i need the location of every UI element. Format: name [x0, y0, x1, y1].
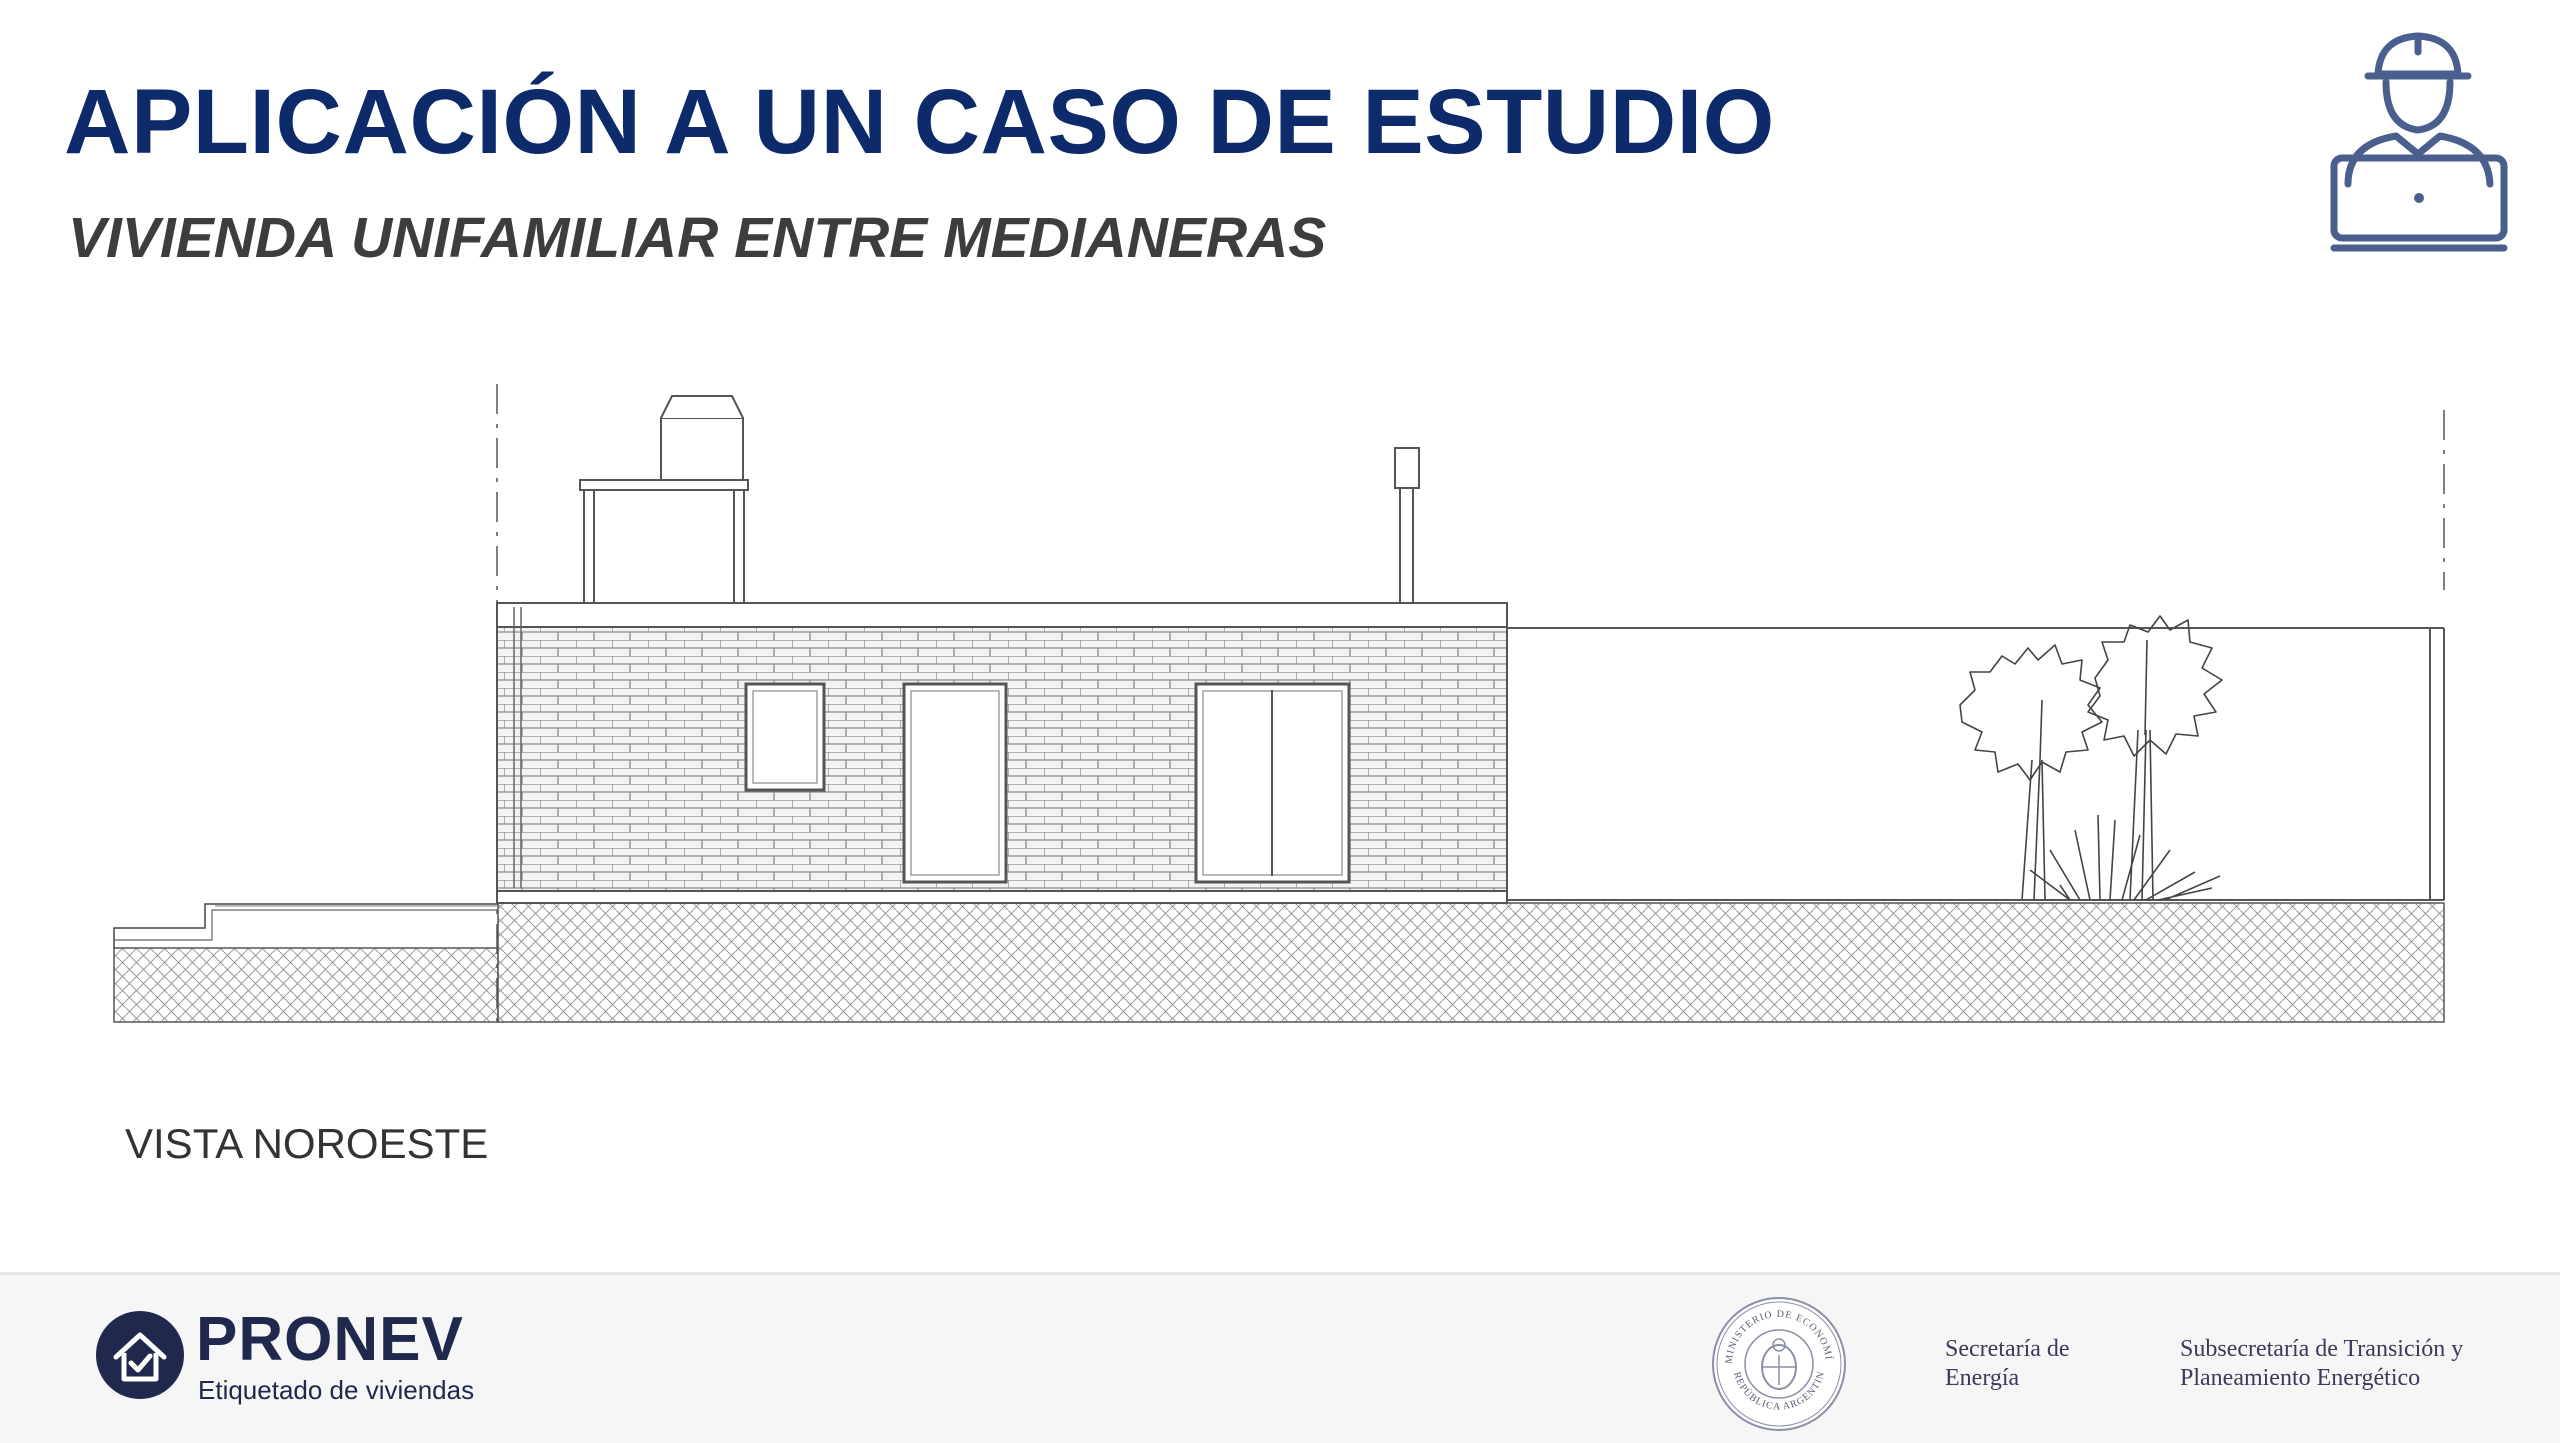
pronev-house-logo-icon: [96, 1311, 184, 1399]
property-axis-lines: [496, 384, 2445, 1022]
brand-tagline: Etiquetado de viviendas: [198, 1375, 475, 1405]
brand-name: PRONEV: [196, 1305, 464, 1374]
ground-terrain: [113, 902, 2445, 1023]
footer-bar: PRONEV Etiquetado de viviendas MINISTERI…: [0, 1272, 2560, 1443]
view-label: VISTA NOROESTE: [125, 1120, 489, 1167]
window-small: [744, 682, 826, 792]
door-sliding: [1194, 682, 1351, 884]
ministry-seal-icon: MINISTERIO DE ECONOMÍA REPÚBLICA ARGENTI…: [1710, 1295, 1846, 1431]
page-subtitle: VIVIENDA UNIFAMILIAR ENTRE MEDIANERAS: [68, 206, 1327, 270]
water-tank: [579, 395, 749, 603]
chimney: [1394, 447, 1420, 603]
boundary-wall: [1507, 627, 2445, 901]
engineer-laptop-icon: [2330, 32, 2508, 252]
garden-plants: [1959, 615, 2223, 901]
elevation-drawing: [113, 384, 2445, 1023]
secretaria-energia-label: Secretaría de Energía: [1945, 1336, 2070, 1391]
subsecretaria-label: Subsecretaría de Transición y Planeamien…: [2180, 1336, 2464, 1391]
door-main: [902, 682, 1008, 884]
page-title: APLICACIÓN A UN CASO DE ESTUDIO: [64, 71, 1775, 173]
